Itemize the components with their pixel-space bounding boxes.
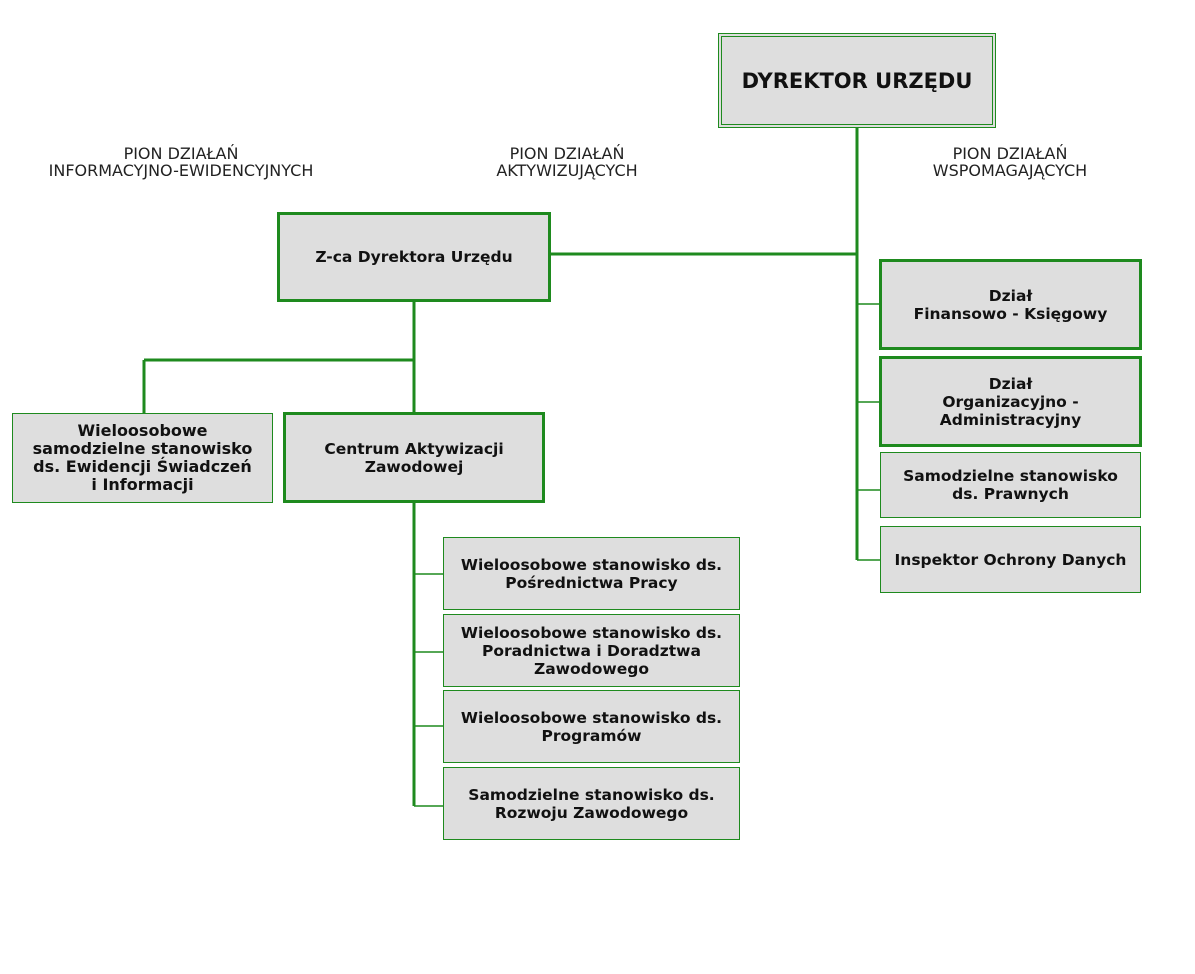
evidence-unit-box: Wieloosobowe samodzielne stanowisko ds. … [12, 413, 273, 503]
pion-activ-label: PION DZIAŁAŃ AKTYWIZUJĄCYCH [496, 144, 638, 180]
pion-info-label: PION DZIAŁAŃ INFORMACYJNO-EWIDENCYJNYCH [48, 144, 314, 180]
dzial-organizacyjny-box: Dział Organizacyjno - Administracyjny [879, 356, 1142, 447]
pion-support-label: PION DZIAŁAŃ WSPOMAGAJĄCYCH [932, 144, 1088, 180]
stanowisko-prawne-box: Samodzielne stanowisko ds. Prawnych [880, 452, 1141, 518]
director-box: DYREKTOR URZĘDU [718, 33, 996, 128]
dzial-finansowy-box: Dział Finansowo - Księgowy [879, 259, 1142, 350]
poradnictwo-box: Wieloosobowe stanowisko ds. Poradnictwa … [443, 614, 740, 687]
inspektor-ochrony-danych-box: Inspektor Ochrony Danych [880, 526, 1141, 593]
deputy-director-box: Z-ca Dyrektora Urzędu [277, 212, 551, 302]
posrednictwo-pracy-box: Wieloosobowe stanowisko ds. Pośrednictwa… [443, 537, 740, 610]
centrum-aktywizacji-box: Centrum Aktywizacji Zawodowej [283, 412, 545, 503]
programy-box: Wieloosobowe stanowisko ds. Programów [443, 690, 740, 763]
rozwoj-zawodowy-box: Samodzielne stanowisko ds. Rozwoju Zawod… [443, 767, 740, 840]
